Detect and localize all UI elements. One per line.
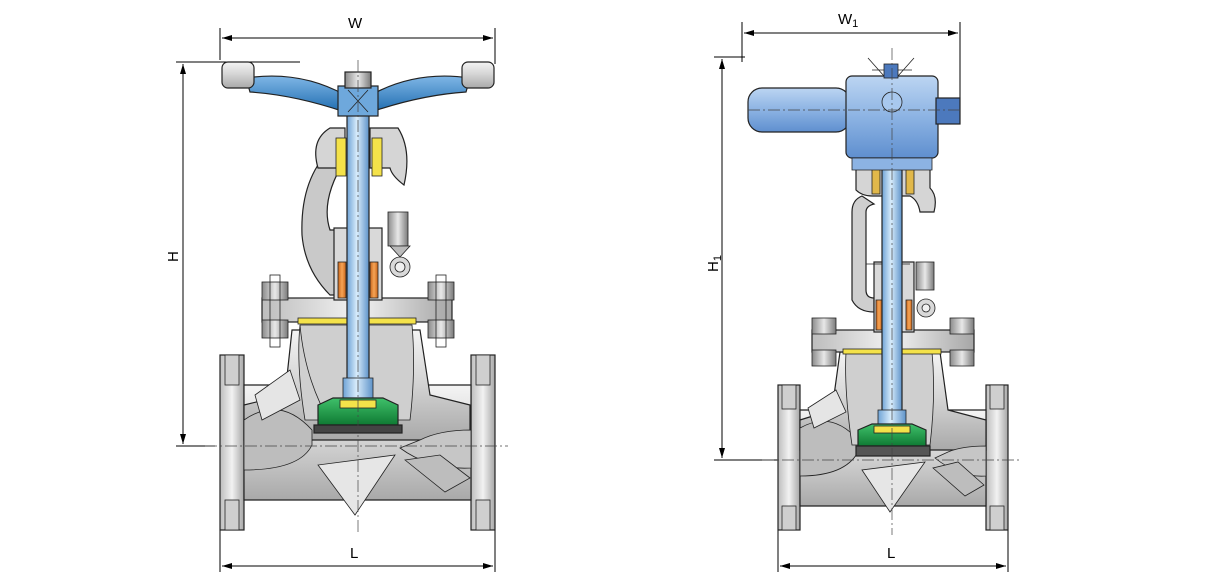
length2-dimension: L [777,530,1009,572]
valve-disc-2 [855,423,931,457]
valve-body [219,324,496,531]
manual-globe-valve: W H L [165,15,508,572]
length2-label: L [887,545,895,562]
handwheel [221,61,495,117]
width-label: W [348,15,363,32]
width1-label: W1 [838,11,858,30]
electric-actuator [747,57,961,171]
length-label: L [350,545,358,562]
actuated-globe-valve: W1 H1 L [705,11,1022,572]
height-label: H [165,251,182,262]
length-dimension: L [219,530,496,572]
height1-label: H1 [705,255,724,272]
width1-dimension: W1 [741,11,961,110]
width-dimension: W [219,15,496,64]
